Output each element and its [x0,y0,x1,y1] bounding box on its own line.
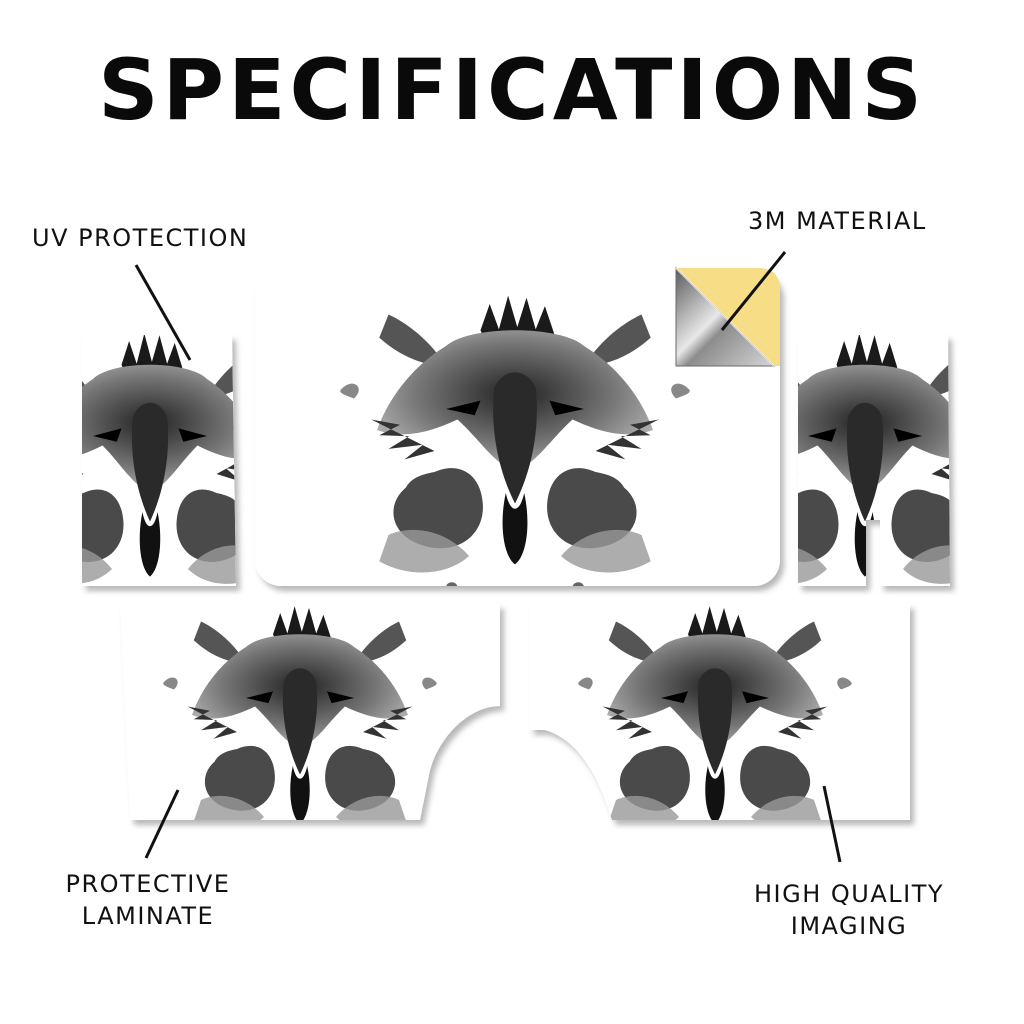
laminate-callout-line [144,789,180,859]
uv-protection-label: UV PROTECTION [32,224,249,252]
bottom-right-skin-panel [530,604,910,820]
laminate-line-2: LAMINATE [81,902,215,931]
high-quality-imaging-label: HIGH QUALITY IMAGING [744,878,954,943]
laminate-line-1: PROTECTIVE [65,870,231,898]
bottom-left-skin-panel [120,604,500,820]
material-callout-line [720,251,787,331]
material-label: 3M MATERIAL [748,207,927,235]
imaging-line-1: HIGH QUALITY [753,880,945,908]
imaging-callout-line [822,785,842,863]
imaging-line-2: IMAGING [790,912,908,941]
page-title: SPECIFICATIONS [98,41,926,139]
uv-callout-line [134,264,192,361]
protective-laminate-label: PROTECTIVE LAMINATE [48,868,248,933]
left-skin-panel [82,335,236,586]
top-center-skin-panel [255,268,780,586]
peel-corner-icon [675,266,780,367]
right-skin-panel [798,335,950,586]
